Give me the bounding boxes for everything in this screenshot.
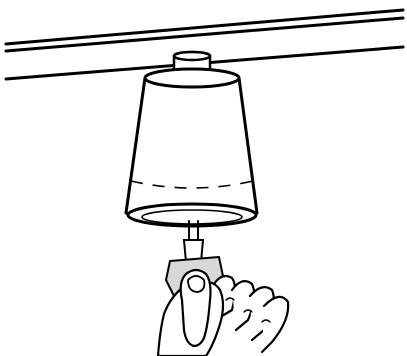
hand-finger-small — [262, 297, 288, 352]
track-rail-top-edge-lower — [6, 18, 403, 51]
lamp-shade-body — [126, 70, 257, 225]
track-rail-top-edge-upper — [6, 10, 403, 44]
lamp-shade — [126, 69, 257, 226]
track-mount-top — [174, 52, 210, 60]
lamp-shade-bottom-opening — [128, 204, 256, 226]
hand-thumb — [181, 270, 211, 346]
lamp-shade-top-rim — [145, 69, 239, 87]
